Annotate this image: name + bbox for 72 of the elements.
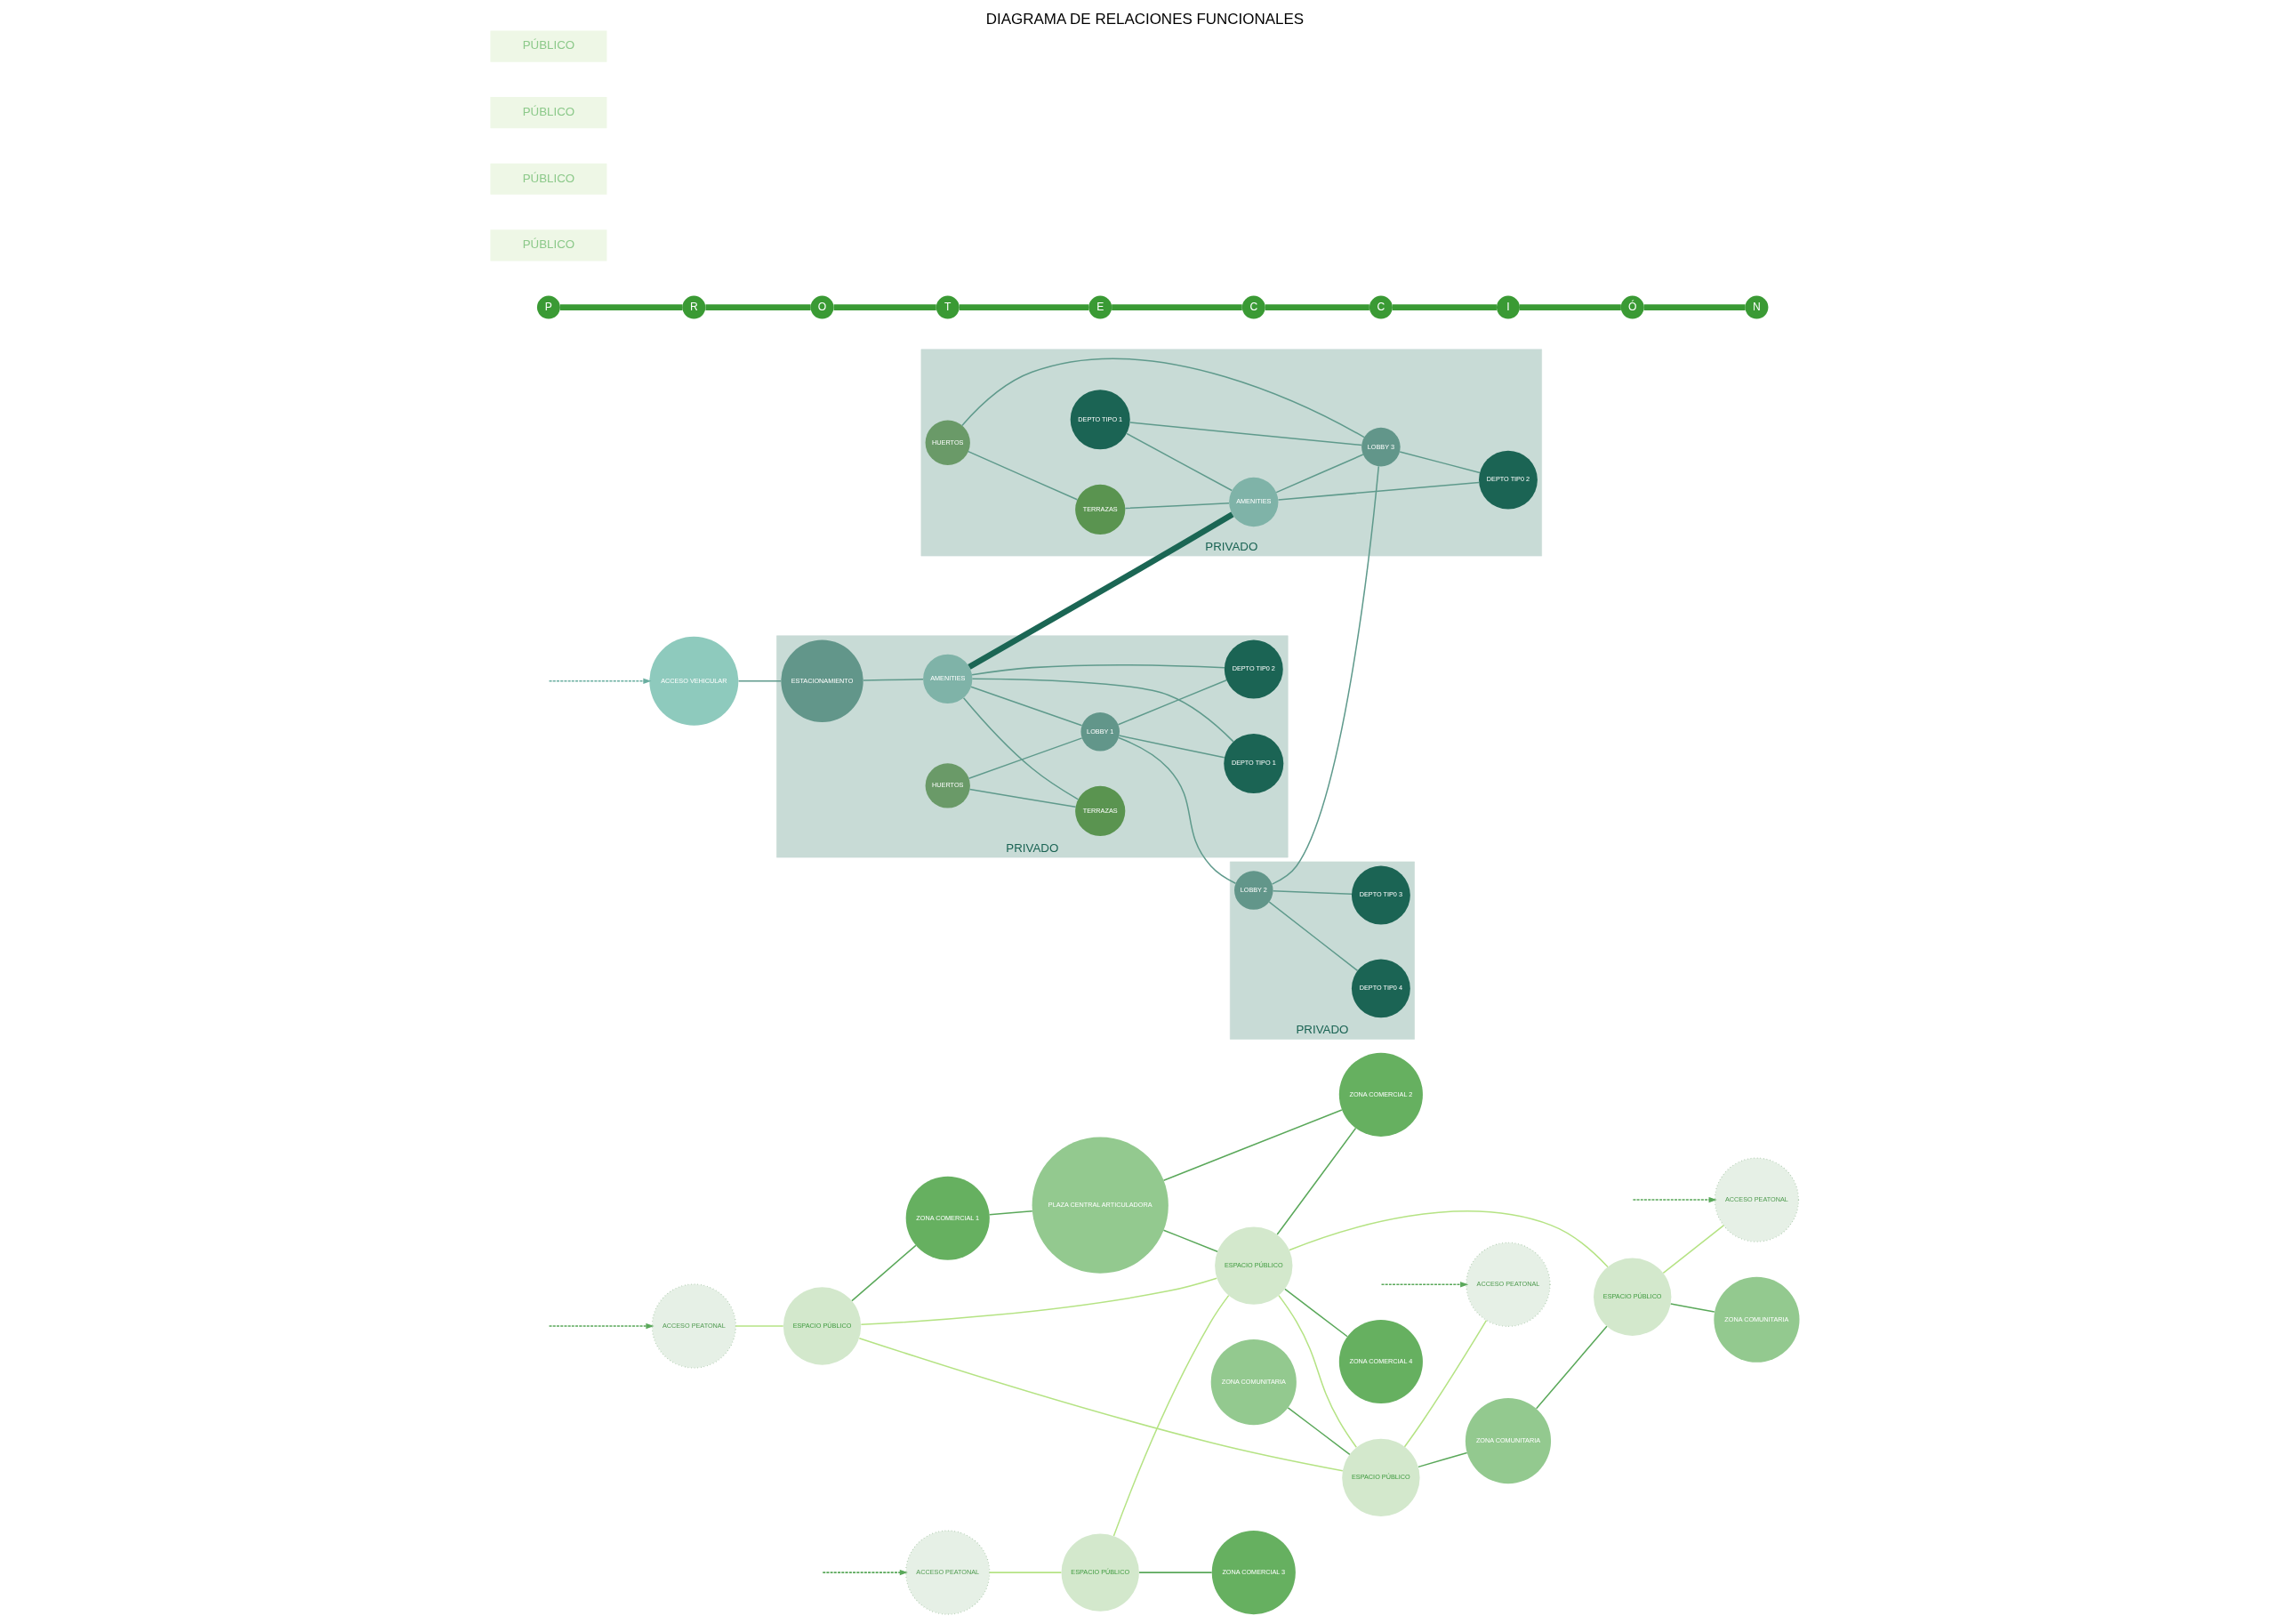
- arrow: [548, 678, 651, 684]
- connector: [1662, 1225, 1724, 1274]
- connector: [1277, 1294, 1357, 1449]
- connector: [970, 664, 1225, 676]
- connector: [1535, 1325, 1608, 1410]
- connector: [862, 679, 924, 681]
- connector: [968, 737, 1082, 779]
- connector: [971, 678, 1234, 743]
- connector: [1283, 1288, 1348, 1338]
- connector: [1111, 304, 1242, 310]
- connector: [1275, 454, 1364, 494]
- connector: [1271, 465, 1379, 885]
- node-circle: E: [1088, 295, 1112, 319]
- node-circle: O: [810, 295, 834, 319]
- connector: [559, 304, 682, 310]
- connector: [850, 1244, 917, 1302]
- connector: [858, 1337, 1344, 1472]
- node-circle: Ó: [1620, 295, 1644, 319]
- connector: [962, 696, 1079, 800]
- node-box: PÚBLICO: [489, 97, 606, 129]
- arrow: [548, 1323, 654, 1330]
- node-circle: N: [1744, 295, 1768, 319]
- connector: [988, 1572, 1062, 1573]
- connector: [967, 511, 1234, 670]
- connector: [968, 788, 1076, 808]
- connector: [1267, 901, 1358, 972]
- connector: [704, 304, 811, 310]
- connector: [1162, 1229, 1218, 1252]
- connector: [1272, 890, 1353, 896]
- connector: [1276, 1127, 1356, 1235]
- arrow: [1632, 1196, 1717, 1203]
- connector: [959, 304, 1088, 310]
- node-box: PÚBLICO: [489, 163, 606, 195]
- diagram-title: DIAGRAMA DE RELACIONES FUNCIONALES: [985, 10, 1304, 28]
- connector: [1288, 1210, 1609, 1268]
- connector: [1117, 736, 1236, 884]
- connector: [1162, 1109, 1343, 1181]
- connector: [969, 686, 1082, 727]
- node-box: PÚBLICO: [489, 229, 606, 261]
- connector: [1118, 735, 1225, 759]
- connector: [1125, 432, 1233, 492]
- connector: [1287, 1407, 1351, 1456]
- node-circle: C: [1369, 295, 1393, 319]
- node-circle: I: [1496, 295, 1520, 319]
- connector: [1398, 451, 1481, 474]
- connector: [737, 680, 782, 682]
- connector: [1265, 304, 1369, 310]
- connector: [1519, 304, 1621, 310]
- connector: [1403, 1319, 1487, 1448]
- connector: [1669, 1303, 1715, 1313]
- arrow: [1380, 1282, 1468, 1288]
- connector: [1417, 1451, 1467, 1468]
- arrow: [822, 1569, 908, 1576]
- node-circle: P: [536, 295, 560, 319]
- connector: [1128, 422, 1362, 446]
- connector: [833, 304, 936, 310]
- connector: [1277, 481, 1480, 501]
- connector: [1124, 502, 1230, 510]
- node-circle: R: [681, 295, 705, 319]
- node-circle: C: [1241, 295, 1265, 319]
- connector: [960, 358, 1365, 438]
- connector: [860, 1277, 1217, 1326]
- connector: [1112, 1294, 1229, 1537]
- connector: [735, 1325, 783, 1327]
- connector: [1137, 1572, 1212, 1573]
- connector: [988, 1210, 1033, 1216]
- connector: [1117, 679, 1227, 726]
- connector: [1392, 304, 1497, 310]
- node-circle: T: [936, 295, 960, 319]
- connector: [1643, 304, 1746, 310]
- connector: [967, 450, 1078, 501]
- node-box: PÚBLICO: [489, 30, 606, 62]
